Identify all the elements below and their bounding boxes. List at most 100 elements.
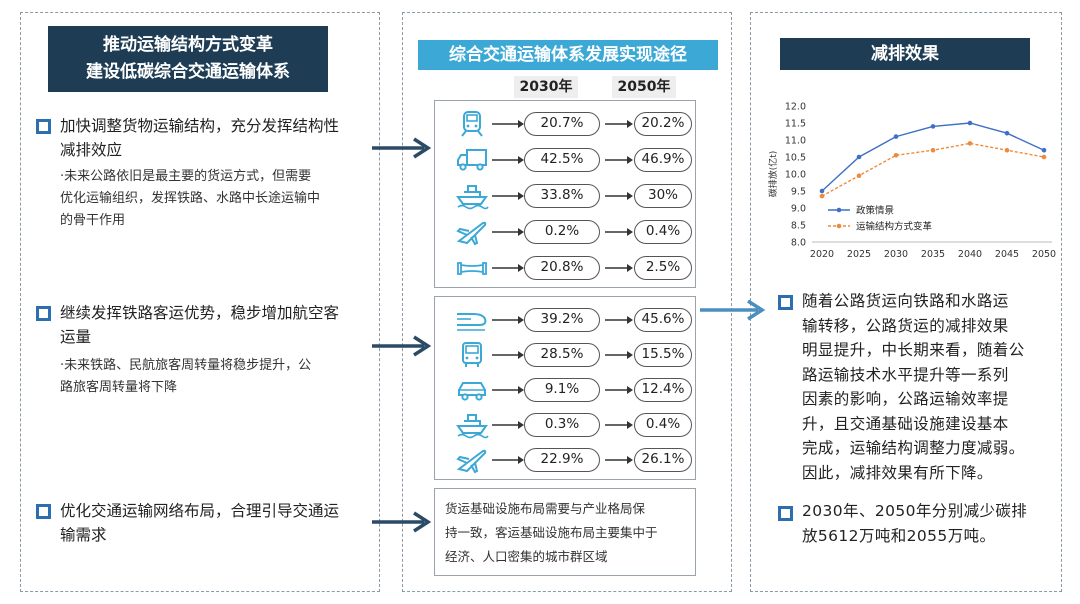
passenger-row-car: 9.1% 12.4%	[435, 375, 697, 405]
point-3-title: 优化交通运输网络布局，合理引导交通运 输需求	[60, 502, 340, 544]
y-tick-label: 12.0	[785, 102, 806, 113]
left-title-line-2: 建设低碳综合交通运输体系	[86, 62, 290, 82]
x-tick-label: 2020	[810, 249, 834, 260]
passenger-bus-2050: 15.5%	[634, 343, 692, 367]
freight-air-2050: 0.4%	[634, 220, 692, 244]
arrow-right-icon	[492, 456, 524, 464]
arrow-right-icon	[372, 137, 432, 159]
y-tick-label: 11.5	[785, 119, 806, 130]
passenger-rail-2050: 45.6%	[634, 308, 692, 332]
arrow-right-icon	[700, 299, 766, 321]
left-panel	[20, 12, 380, 592]
x-tick-label: 2030	[884, 249, 908, 260]
data-point	[856, 154, 862, 160]
arrow-right-icon	[605, 386, 633, 394]
arrow-right-icon	[492, 228, 524, 236]
high-speed-train-icon	[457, 313, 487, 331]
arrow-right-icon	[605, 156, 633, 164]
bus-icon	[462, 342, 482, 367]
arrow-right-icon	[372, 335, 432, 357]
freight-road-2030: 42.5%	[524, 148, 600, 172]
passenger-bus-2030: 28.5%	[524, 343, 600, 367]
bullet-square-icon	[778, 295, 793, 310]
middle-panel	[402, 12, 732, 592]
passenger-row-water: 0.3% 0.4%	[435, 410, 697, 440]
arrow-right-icon	[492, 386, 524, 394]
y-axis-label: 碳排放(亿t)	[767, 151, 779, 198]
bullet-square-icon	[36, 119, 51, 134]
legend-label: 政策情景	[856, 205, 894, 217]
series-line	[821, 122, 1045, 192]
right-panel-title: 减排效果	[780, 38, 1030, 70]
x-tick-label: 2040	[958, 249, 982, 260]
arrow-right-icon	[605, 192, 633, 200]
left-title-line-1: 推动运输结构方式变革	[103, 35, 273, 55]
arrow-right-icon	[605, 421, 633, 429]
freight-water-2030: 33.8%	[524, 184, 600, 208]
y-tick-label: 10.0	[785, 170, 806, 181]
x-tick-label: 2045	[995, 249, 1019, 260]
train-icon	[461, 111, 483, 137]
passenger-air-2030: 22.9%	[524, 448, 600, 472]
passenger-row-bus: 28.5% 15.5%	[435, 340, 697, 370]
pipeline-icon	[457, 262, 487, 275]
freight-rail-2050: 20.2%	[634, 112, 692, 136]
freight-row-water: 33.8% 30%	[435, 181, 697, 211]
passenger-water-2030: 0.3%	[524, 413, 600, 437]
data-point	[819, 188, 825, 194]
freight-road-2050: 46.9%	[634, 148, 692, 172]
freight-air-2030: 0.2%	[524, 220, 600, 244]
year-2050-label: 2050年	[612, 76, 676, 98]
middle-panel-title: 综合交通运输体系发展实现途径	[418, 40, 718, 70]
passenger-rail-2030: 39.2%	[524, 308, 600, 332]
arrow-right-icon	[605, 316, 633, 324]
data-point	[819, 193, 825, 199]
freight-pipeline-2050: 2.5%	[634, 256, 692, 280]
legend-marker	[836, 223, 842, 229]
y-tick-label: 11.0	[785, 136, 806, 147]
truck-icon	[457, 149, 487, 171]
legend-marker	[836, 207, 842, 213]
ship-icon	[456, 185, 489, 210]
arrow-right-icon	[605, 120, 633, 128]
x-tick-label: 2035	[921, 249, 945, 260]
freight-row-rail: 20.7% 20.2%	[435, 109, 697, 139]
passenger-car-2030: 9.1%	[524, 378, 600, 402]
y-tick-label: 10.5	[785, 153, 806, 164]
reduction-explanation: 随着公路货运向铁路和水路运 输转移，公路货运的减排效果 明显提升，中长期来看，随…	[802, 292, 1025, 482]
arrow-right-icon	[492, 264, 524, 272]
passenger-water-2050: 0.4%	[634, 413, 692, 437]
airplane-icon	[456, 221, 487, 246]
data-point	[1041, 147, 1047, 153]
bullet-square-icon	[36, 504, 51, 519]
passenger-row-air: 22.9% 26.1%	[435, 445, 697, 475]
y-tick-label: 8.0	[791, 238, 806, 249]
data-point	[893, 153, 899, 158]
bullet-square-icon	[778, 506, 793, 521]
data-point	[967, 120, 973, 126]
data-point	[1041, 154, 1047, 160]
freight-share-box: 20.7% 20.2% 42.5% 46.9% 33.8% 30%	[434, 100, 696, 288]
legend-label: 运输结构方式变革	[856, 221, 933, 233]
point-1-title: 加快调整货物运输结构，充分发挥结构性 减排效应	[60, 117, 340, 159]
y-tick-label: 9.5	[791, 187, 806, 198]
data-point	[930, 124, 936, 129]
arrow-right-icon	[492, 316, 524, 324]
data-point	[893, 134, 899, 139]
arrow-right-icon	[492, 192, 524, 200]
arrow-right-icon	[492, 156, 524, 164]
infrastructure-note-box: 货运基础设施布局需要与产业格局保 持一致，客运基础设施布局主要集中于 经济、人口…	[434, 488, 696, 576]
arrow-right-icon	[492, 351, 524, 359]
arrow-right-icon	[605, 351, 633, 359]
data-point	[856, 173, 862, 178]
freight-rail-2030: 20.7%	[524, 112, 600, 136]
left-panel-title: 推动运输结构方式变革 建设低碳综合交通运输体系	[48, 26, 328, 92]
freight-pipeline-2030: 20.8%	[524, 256, 600, 280]
y-tick-label: 8.5	[791, 221, 806, 232]
car-icon	[458, 382, 486, 401]
arrow-right-icon	[605, 264, 633, 272]
y-tick-label: 9.0	[791, 204, 806, 215]
data-point	[1004, 130, 1010, 136]
arrow-right-icon	[605, 456, 633, 464]
